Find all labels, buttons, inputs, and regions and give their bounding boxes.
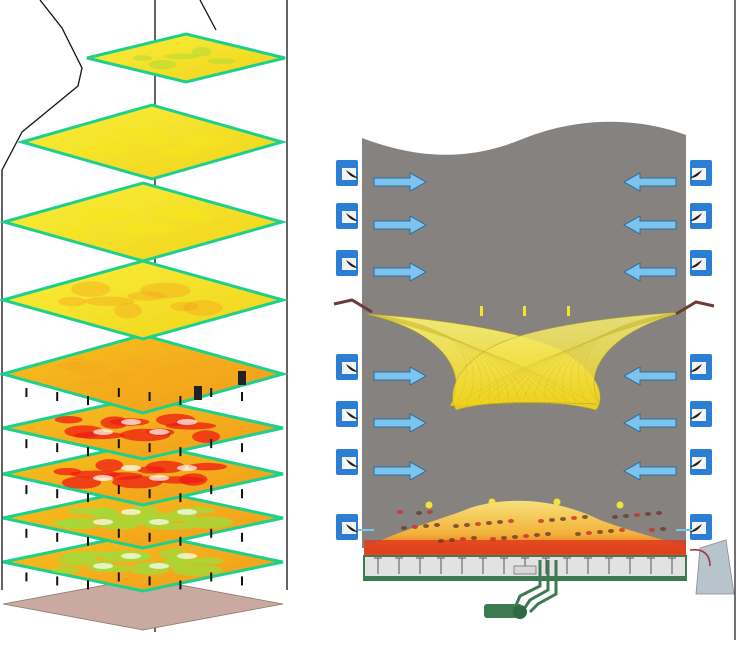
base-plate: [2, 577, 284, 631]
furnace-section: [333, 0, 736, 640]
airflow-arrow: [622, 413, 677, 433]
air-pipes: [512, 560, 558, 614]
slice-level-6: [2, 395, 284, 461]
airflow-arrow: [373, 366, 428, 386]
probe-marker: [238, 371, 246, 385]
spray-fan-right: [452, 311, 685, 411]
slice-level-5: [0, 333, 289, 415]
air-nozzle-right-6: [622, 449, 712, 481]
air-nozzle-left-3: [336, 250, 428, 282]
airflow-arrow: [622, 461, 677, 481]
slice-stack: [0, 0, 289, 632]
injection-marks: [480, 306, 570, 316]
air-nozzle-left-1: [336, 160, 428, 192]
ash-chute: [695, 539, 735, 595]
airflow-arrow: [373, 215, 428, 235]
slice-level-3: [0, 181, 288, 263]
air-nozzle-right-4: [622, 354, 712, 386]
ash-arrow: [689, 548, 711, 567]
air-nozzle-right-3: [622, 250, 712, 282]
airflow-arrow: [373, 461, 428, 481]
lance-right: [675, 300, 715, 316]
lance-left: [333, 298, 373, 314]
air-nozzle-left-4: [336, 354, 428, 386]
grate-base: [364, 576, 686, 581]
air-nozzle-left-2: [336, 203, 428, 235]
airflow-arrow: [622, 172, 677, 192]
slice-level-4: [0, 259, 289, 341]
slice-level-1: [86, 32, 286, 84]
pump: [484, 604, 522, 618]
slice-level-9: [2, 531, 284, 593]
slice-level-8: [2, 486, 284, 550]
slice-level-2: [16, 103, 288, 181]
airflow-arrow: [373, 413, 428, 433]
air-nozzle-right-2: [622, 203, 712, 235]
air-nozzle-right-5: [622, 401, 712, 433]
air-nozzle-left-7: [336, 514, 374, 540]
air-nozzle-right-1: [622, 160, 712, 192]
air-nozzle-left-5: [336, 401, 428, 433]
fuel-particles: [397, 510, 666, 543]
hot-layer: [364, 540, 686, 554]
airflow-arrow: [622, 215, 677, 235]
pump-motor: [513, 605, 527, 619]
airflow-arrow: [622, 262, 677, 282]
slice-level-7: [2, 441, 284, 507]
airflow-arrow: [373, 172, 428, 192]
valve-box: [513, 565, 537, 575]
air-nozzle-right-7: [676, 514, 712, 540]
airflow-arrow: [622, 366, 677, 386]
airflow-arrow: [373, 262, 428, 282]
probe-marker: [194, 386, 202, 400]
air-nozzle-left-6: [336, 449, 428, 481]
